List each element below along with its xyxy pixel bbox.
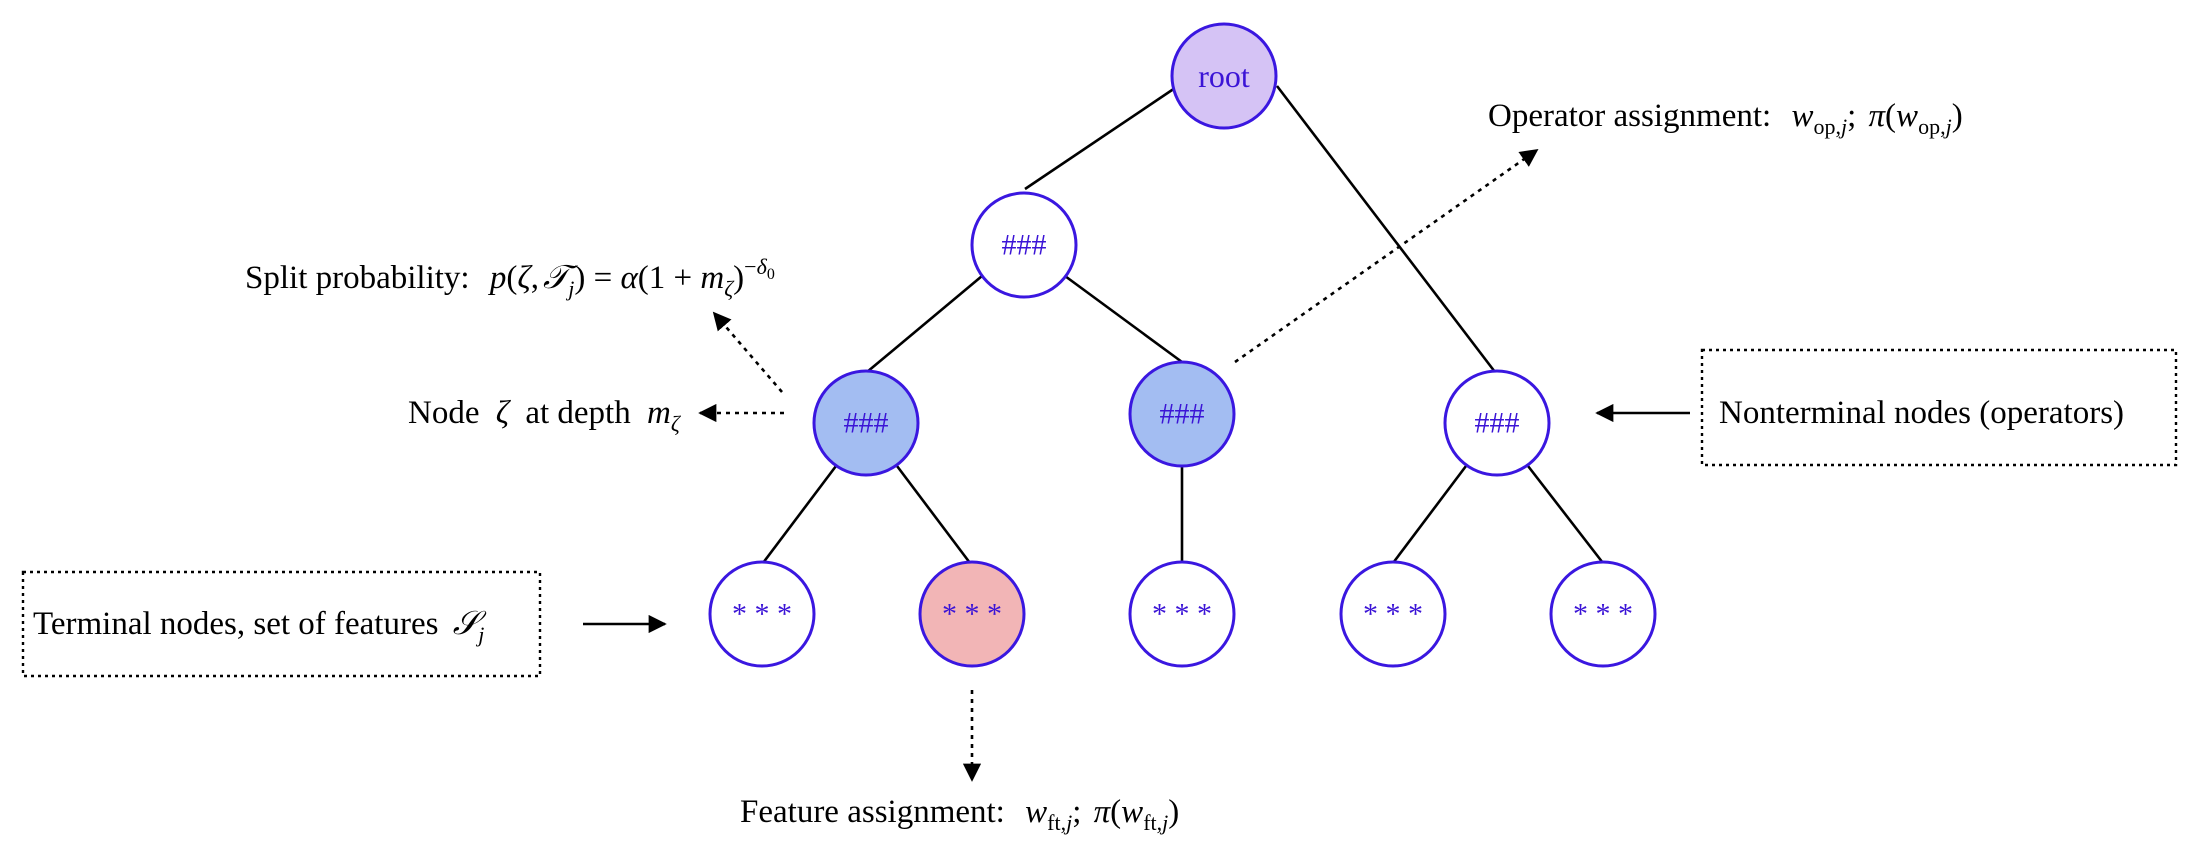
terminal-node: * * * [1128,560,1236,668]
operator-assignment-prefix: Operator assignment: [1488,98,1771,134]
split-probability-arrow [712,311,783,393]
nonterminal-box: Nonterminal nodes (operators) [1700,348,2178,467]
operator-assignment-w2: w [1896,98,1918,134]
split-probability-label: Split probability: p(ζ,𝒯j) = α(1 + mζ)−δ… [245,254,775,301]
split-probability-delta: δ [757,254,768,279]
terminal-node-label: * * * [732,598,792,631]
node-depth-label: Node ζ at depth mζ [408,395,682,436]
operator-node-highlighted: ### [812,369,920,477]
operator-assignment-open: ( [1885,98,1896,134]
operator-assignment-sub-j2: j [1943,114,1952,139]
terminal-node-circle [1339,560,1447,668]
terminal-box-label: Terminal nodes, set of features 𝒮j [33,606,487,647]
split-probability-exp-minus: − [744,254,756,279]
split-probability-close: ) [733,260,744,296]
operator-node-circle [1128,360,1236,468]
edge-op-left-leaf-1 [761,465,838,564]
root-node: root [1170,22,1278,130]
split-probability-tree-sub: j [565,276,574,301]
operator-node-circle [812,369,920,477]
terminal-node-circle [1549,560,1657,668]
terminal-node: * * * [1549,560,1657,668]
feature-assignment-close: ) [1168,794,1179,830]
operator-node: ### [1443,369,1551,477]
feature-assignment-sub-j2: j [1159,810,1168,835]
feature-assignment-prefix: Feature assignment: [740,794,1005,830]
feature-assignment-pi: π [1094,794,1112,830]
node-depth-m-sub: ζ [671,411,682,436]
edge-op-left-leaf-2 [895,465,972,564]
operator-node: ### [970,191,1078,299]
root-node-label: root [1198,58,1250,94]
terminal-node-label: * * * [942,598,1002,631]
split-probability-m: m [700,260,724,296]
tree-edges [761,84,1605,564]
root-node-circle [1170,22,1278,130]
terminal-node-circle [1128,560,1236,668]
split-probability-eq: ) = [574,260,620,296]
nonterminal-box-frame [1700,348,2178,467]
split-probability-delta-sub: 0 [767,266,775,283]
node-depth-prefix: Node [408,395,479,431]
operator-assignment-sub-j: j [1838,114,1847,139]
split-probability-alpha: α [620,260,638,296]
split-probability-comma: , [531,260,539,296]
operator-node-label: ### [844,407,889,440]
operator-assignment-label: Operator assignment: wop,j; π(wop,j) [1488,98,1963,139]
operator-assignment-pi: π [1869,98,1887,134]
tree-nodes: root ### ### ### ### * * * * * * * * * [708,22,1657,668]
feature-assignment-sub-j: j [1063,810,1072,835]
terminal-node-circle [708,560,816,668]
operator-assignment-close: ) [1952,98,1963,134]
operator-assignment-w: w [1791,98,1813,134]
feature-assignment-open: ( [1110,794,1121,830]
operator-assignment-sub2: op, [1918,114,1946,139]
operator-node-label: ### [1002,229,1047,262]
feature-assignment-label: Feature assignment: wft,j; π(wft,j) [740,794,1179,835]
operator-node-circle [1443,369,1551,477]
feature-assignment-sub2: ft, [1143,810,1162,835]
split-probability-m-sub: ζ [724,276,735,301]
terminal-node-label: * * * [1152,598,1212,631]
terminal-box-prefix: Terminal nodes, set of features [33,606,438,642]
operator-node-highlighted: ### [1128,360,1236,468]
feature-assignment-w2: w [1121,794,1143,830]
edge-op-level1-op-left [866,275,983,373]
edge-op-right-leaf-4 [1391,465,1468,564]
terminal-box-frame [21,570,542,678]
node-depth-m: m [647,395,671,431]
feature-assignment-sep: ; [1072,794,1081,830]
nonterminal-box-label: Nonterminal nodes (operators) [1719,395,2124,431]
operator-node-label: ### [1475,407,1520,440]
edge-root-op-right [1275,85,1497,373]
operator-assignment-sep: ; [1847,98,1856,134]
edge-root-op-level1 [1024,84,1179,191]
terminal-node-label: * * * [1363,598,1423,631]
split-probability-open: ( [506,260,517,296]
operator-node-circle [970,191,1078,299]
feature-assignment-sub: ft, [1047,810,1066,835]
node-depth-zeta: ζ [496,395,512,431]
terminal-node: * * * [1339,560,1447,668]
annotation-arrows [583,148,1690,782]
terminal-node-highlighted: * * * [918,560,1026,668]
node-depth-middle: at depth [525,395,631,431]
operator-assignment-sub: op, [1813,114,1841,139]
operator-node-label: ### [1160,398,1205,431]
split-probability-p: p [488,260,507,296]
terminal-box: Terminal nodes, set of features 𝒮j [21,570,542,678]
feature-assignment-w: w [1025,794,1047,830]
edge-op-level1-op-middle [1064,274,1183,364]
split-probability-one-plus: (1 + [638,260,701,296]
terminal-box-set-sub: j [475,622,484,647]
operator-assignment-arrow [1234,148,1539,364]
terminal-node-circle [918,560,1026,668]
terminal-node: * * * [708,560,816,668]
terminal-node-label: * * * [1573,598,1633,631]
edge-op-right-leaf-5 [1526,465,1605,564]
split-probability-prefix: Split probability: [245,260,470,296]
split-probability-zeta: ζ [517,260,533,296]
